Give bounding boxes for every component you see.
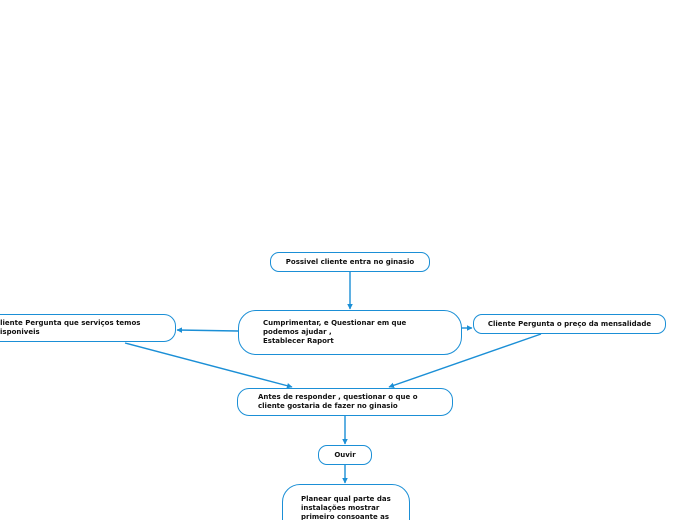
node-ask-before-answering-label: Antes de responder , questionar o que o … — [258, 393, 418, 410]
node-plan-facilities-tour-label: Planear qual parte das instalações mostr… — [301, 495, 391, 520]
node-greet-and-question-label: Cumprimentar, e Questionar em que podemo… — [263, 319, 407, 345]
node-possible-client-enters-label: Possivel cliente entra no ginasio — [285, 257, 415, 266]
node-plan-facilities-tour[interactable]: Planear qual parte das instalações mostr… — [282, 484, 410, 520]
connector-price-to-ask — [388, 333, 542, 388]
node-client-asks-services[interactable]: Cliente Pergunta que serviços temos disp… — [0, 314, 176, 342]
node-possible-client-enters[interactable]: Possivel cliente entra no ginasio — [270, 252, 430, 272]
node-greet-and-question[interactable]: Cumprimentar, e Questionar em que podemo… — [238, 310, 462, 355]
node-listen-label: Ouvir — [334, 450, 356, 459]
connector-services-to-ask — [124, 342, 293, 389]
node-client-asks-services-label: Cliente Pergunta que serviços temos disp… — [0, 319, 141, 336]
node-ask-before-answering[interactable]: Antes de responder , questionar o que o … — [237, 388, 453, 416]
node-client-asks-price-label: Cliente Pergunta o preço da mensalidade — [487, 319, 652, 328]
connector-greet-to-services — [176, 327, 239, 333]
node-client-asks-price[interactable]: Cliente Pergunta o preço da mensalidade — [473, 314, 666, 334]
node-listen[interactable]: Ouvir — [318, 445, 372, 465]
